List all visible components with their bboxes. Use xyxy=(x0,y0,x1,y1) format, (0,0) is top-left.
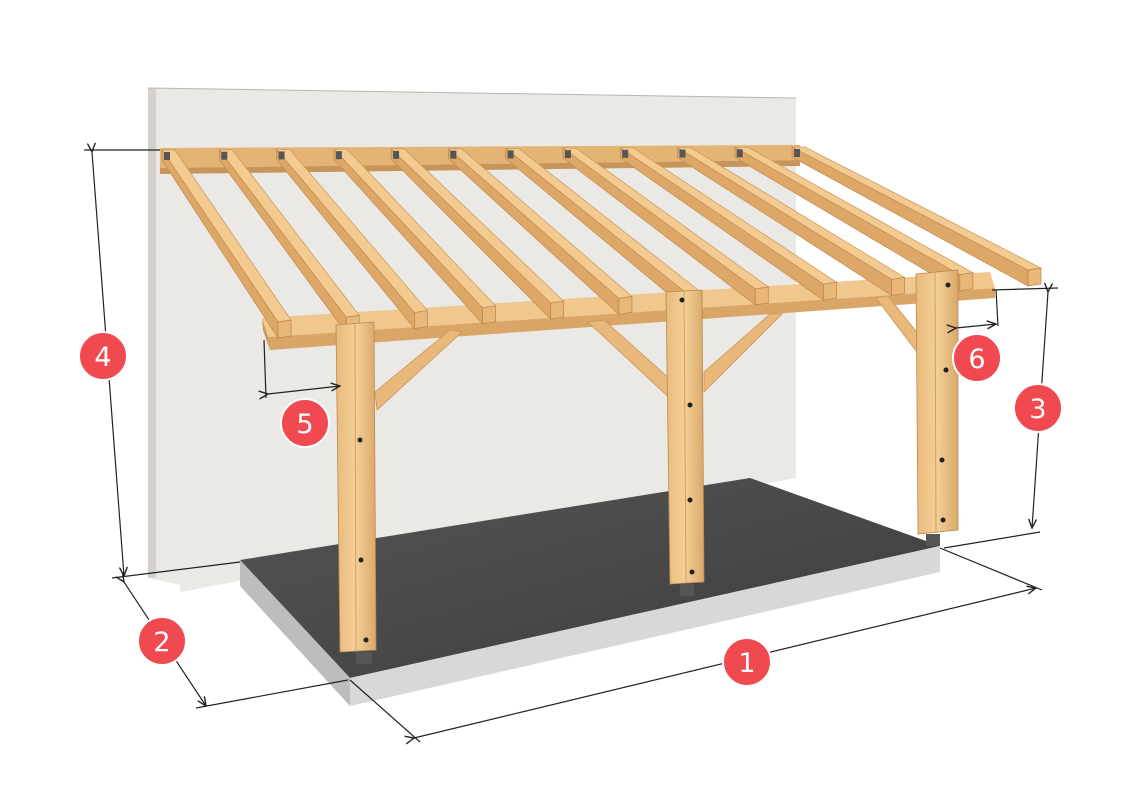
marker-2-label: 2 xyxy=(153,627,170,658)
marker-1: 1 xyxy=(722,637,772,687)
rafter xyxy=(619,147,838,301)
dimension-6-line xyxy=(956,324,996,328)
dimension-markers: 1 2 3 4 5 6 xyxy=(78,331,1063,687)
rafter xyxy=(791,146,1043,287)
rafter xyxy=(733,146,974,292)
post-middle xyxy=(665,289,705,596)
marker-4: 4 xyxy=(78,331,128,381)
support-posts xyxy=(335,269,959,664)
rafter xyxy=(447,147,633,316)
marker-5-label: 5 xyxy=(296,409,313,440)
marker-5: 5 xyxy=(280,398,330,448)
marker-1-label: 1 xyxy=(738,648,755,679)
post-left xyxy=(335,321,377,664)
rafter xyxy=(275,148,429,330)
rafter xyxy=(676,146,906,297)
post-right xyxy=(915,269,959,546)
back-wall xyxy=(147,87,797,592)
rafter xyxy=(333,148,497,325)
rafter xyxy=(561,147,770,306)
marker-6: 6 xyxy=(952,333,1002,383)
marker-3-label: 3 xyxy=(1029,394,1046,425)
marker-2: 2 xyxy=(137,616,187,666)
marker-4-label: 4 xyxy=(94,342,111,373)
dimension-5-line xyxy=(268,386,340,394)
roof-rafters xyxy=(161,146,1043,340)
rafter xyxy=(161,148,292,340)
marker-3: 3 xyxy=(1013,383,1063,433)
rafter xyxy=(390,148,565,320)
marker-6-label: 6 xyxy=(968,344,985,375)
